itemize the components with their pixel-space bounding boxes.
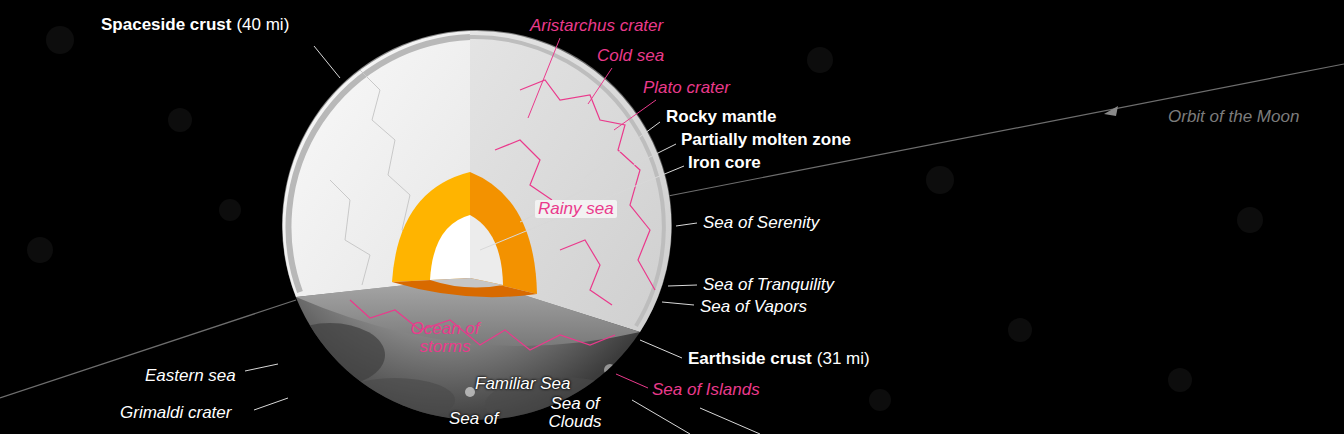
- mare-patch: [335, 378, 455, 422]
- sea-name: Sea of: [449, 410, 498, 428]
- molten-zone-bottom: [392, 278, 537, 297]
- leader-line: [640, 340, 682, 358]
- bokeh-dot: [926, 166, 954, 194]
- leader-lines: [245, 46, 760, 434]
- sea-outline: [350, 300, 615, 350]
- leader-line: [668, 285, 697, 286]
- orbit-line: [668, 64, 1344, 196]
- iron-core-right: [470, 215, 503, 285]
- map-outline: [330, 180, 370, 285]
- part-name: Earthside crust: [688, 350, 812, 368]
- background-bokeh: [27, 26, 1263, 411]
- crust-rim: [470, 37, 664, 326]
- sea-name: Familiar Sea: [475, 375, 570, 393]
- leader-line: [254, 398, 288, 410]
- bokeh-dot: [807, 47, 833, 73]
- sea-name: Sea of Islands: [652, 381, 760, 399]
- part-name: Partially molten zone: [681, 131, 851, 149]
- orbit-label: Orbit of the Moon: [1168, 108, 1299, 126]
- pink-leader-lines: [528, 38, 656, 388]
- crater: [465, 387, 475, 397]
- bokeh-dot: [27, 237, 53, 263]
- leader-line: [614, 100, 656, 130]
- moon-core: [392, 172, 537, 297]
- dimension: (40 mi): [236, 16, 289, 34]
- dimension: (31 mi): [817, 350, 870, 368]
- iron-core-left: [430, 215, 470, 280]
- sea-name: Cold sea: [597, 47, 664, 65]
- part-name: Rocky mantle: [666, 108, 777, 126]
- crater: [604, 364, 616, 376]
- sea-name: Sea of Serenity: [703, 214, 819, 232]
- bokeh-dot: [1237, 207, 1263, 233]
- iron-core-bottom: [430, 278, 503, 288]
- crater-name: Grimaldi crater: [120, 404, 231, 422]
- crater-name: Plato crater: [643, 79, 730, 97]
- bokeh-dot: [168, 108, 192, 132]
- leader-line: [314, 46, 340, 78]
- part-name: Iron core: [688, 154, 761, 172]
- leader-line: [480, 166, 684, 250]
- orbit-arrowhead: [1104, 106, 1118, 116]
- sea-name: Rainy sea: [535, 200, 617, 218]
- sea-name: Sea of Vapors: [700, 298, 807, 316]
- sea-name: Sea of Clouds: [543, 395, 607, 431]
- molten-zone-right: [470, 172, 537, 294]
- bokeh-dot: [1008, 318, 1032, 342]
- bokeh-dot: [869, 389, 891, 411]
- sea-outline: [495, 140, 552, 200]
- sea-outline: [520, 80, 655, 290]
- leader-line: [700, 408, 760, 434]
- leader-line: [584, 122, 660, 178]
- leader-line: [245, 364, 278, 371]
- leader-line: [588, 68, 612, 104]
- leader-line: [662, 302, 694, 305]
- mare-patch: [275, 323, 385, 387]
- bokeh-dot: [1168, 368, 1192, 392]
- cut-face-left: [283, 31, 470, 297]
- crater-name: Aristarchus crater: [530, 17, 663, 35]
- bokeh-dot: [46, 26, 74, 54]
- leader-line: [520, 144, 676, 222]
- part-name: Spaceside crust: [101, 16, 231, 34]
- sea-outline: [560, 240, 612, 305]
- sea-name: Eastern sea: [145, 367, 236, 385]
- crater: [363, 409, 381, 427]
- leader-line: [616, 374, 648, 388]
- bokeh-dot: [219, 199, 241, 221]
- crust-rim: [288, 37, 470, 292]
- orbit-line: [0, 300, 296, 398]
- leader-line: [676, 223, 697, 226]
- sea-name: Sea of Tranquility: [703, 276, 834, 294]
- orbit-line: [0, 64, 1344, 398]
- crater: [288, 330, 312, 350]
- sea-name: Ocean of storms: [400, 320, 490, 356]
- molten-zone-left: [392, 172, 470, 282]
- leader-line: [528, 38, 560, 118]
- leader-line: [632, 400, 690, 434]
